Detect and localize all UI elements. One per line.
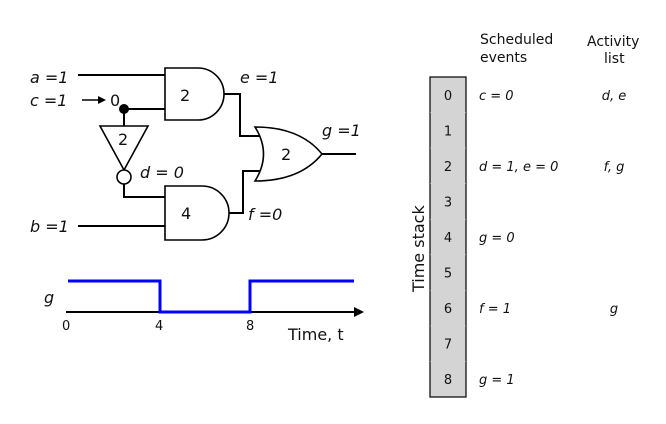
and-gate-bottom-delay: 4	[181, 204, 191, 223]
time-axis-arrow	[354, 307, 364, 317]
activity-header-line1: Activity	[587, 34, 639, 50]
or-gate	[253, 126, 324, 182]
time-stack-slot-8: 8	[444, 373, 452, 388]
not-gate-delay: 2	[118, 130, 128, 149]
time-stack-column	[429, 76, 467, 398]
and-gate-bottom	[164, 185, 230, 241]
waveform-signal-label: g	[44, 288, 54, 307]
scheduled-event-0: c = 0	[479, 89, 514, 104]
signal-g-label: g =1	[322, 121, 361, 140]
time-stack-slot-6: 6	[444, 302, 452, 317]
activity-list-2: f, g	[604, 160, 625, 175]
wire-d	[123, 184, 165, 198]
and-gate-top-delay: 2	[180, 86, 190, 105]
and-gate-top	[164, 67, 225, 121]
time-stack-slot-4: 4	[444, 231, 452, 246]
wire-e	[224, 93, 262, 137]
activity-list-0: d, e	[602, 89, 627, 104]
input-a-label: a =1	[30, 68, 68, 87]
input-b-label: b =1	[30, 217, 69, 236]
input-c-label: c =1	[30, 91, 67, 110]
time-axis-label: Time, t	[287, 325, 344, 344]
time-stack-slot-7: 7	[444, 338, 452, 353]
not-gate-bubble	[116, 169, 132, 185]
scheduled-header-line1: Scheduled	[480, 32, 553, 48]
activity-header-line2: list	[604, 51, 625, 67]
g-waveform-trace	[68, 279, 354, 314]
tick-label-8: 8	[246, 319, 254, 334]
time-stack-slot-1: 1	[444, 124, 452, 139]
signal-e-label: e =1	[240, 68, 279, 87]
signal-f-label: f =0	[248, 205, 282, 224]
tick-label-0: 0	[62, 319, 70, 334]
logic-circuit: a =1 c =1 0 b =1 2 2 d = 0 4 e =1 f	[30, 67, 361, 241]
wire-f	[229, 170, 262, 214]
scheduled-header-line2: events	[480, 50, 527, 66]
input-c-new-value: 0	[110, 91, 120, 110]
time-stack-slot-0: 0	[444, 89, 452, 104]
time-stack-slot-5: 5	[444, 267, 452, 282]
time-stack-slot-3: 3	[444, 195, 452, 210]
scheduled-event-6: f = 1	[479, 302, 511, 317]
scheduled-event-4: g = 0	[479, 231, 515, 246]
scheduled-event-2: d = 1, e = 0	[479, 160, 558, 175]
time-stack-title: Time stack	[409, 205, 428, 293]
time-stack: Time stack Scheduled events Activity lis…	[409, 32, 639, 398]
c-change-arrow-head	[98, 96, 106, 104]
scheduled-event-8: g = 1	[479, 373, 515, 388]
signal-d-label: d = 0	[140, 163, 184, 182]
time-stack-slot-2: 2	[444, 160, 452, 175]
or-gate-delay: 2	[281, 145, 291, 164]
waveform: g 0 4 8 Time, t	[44, 279, 364, 344]
not-gate	[98, 125, 150, 172]
activity-list-6: g	[610, 302, 618, 317]
time-stack-rows: 0 c = 0 d, e 1 2 d = 1, e = 0 f, g 3 4 g = 0 5 6 f =…	[430, 89, 626, 388]
tick-label-4: 4	[155, 319, 163, 334]
